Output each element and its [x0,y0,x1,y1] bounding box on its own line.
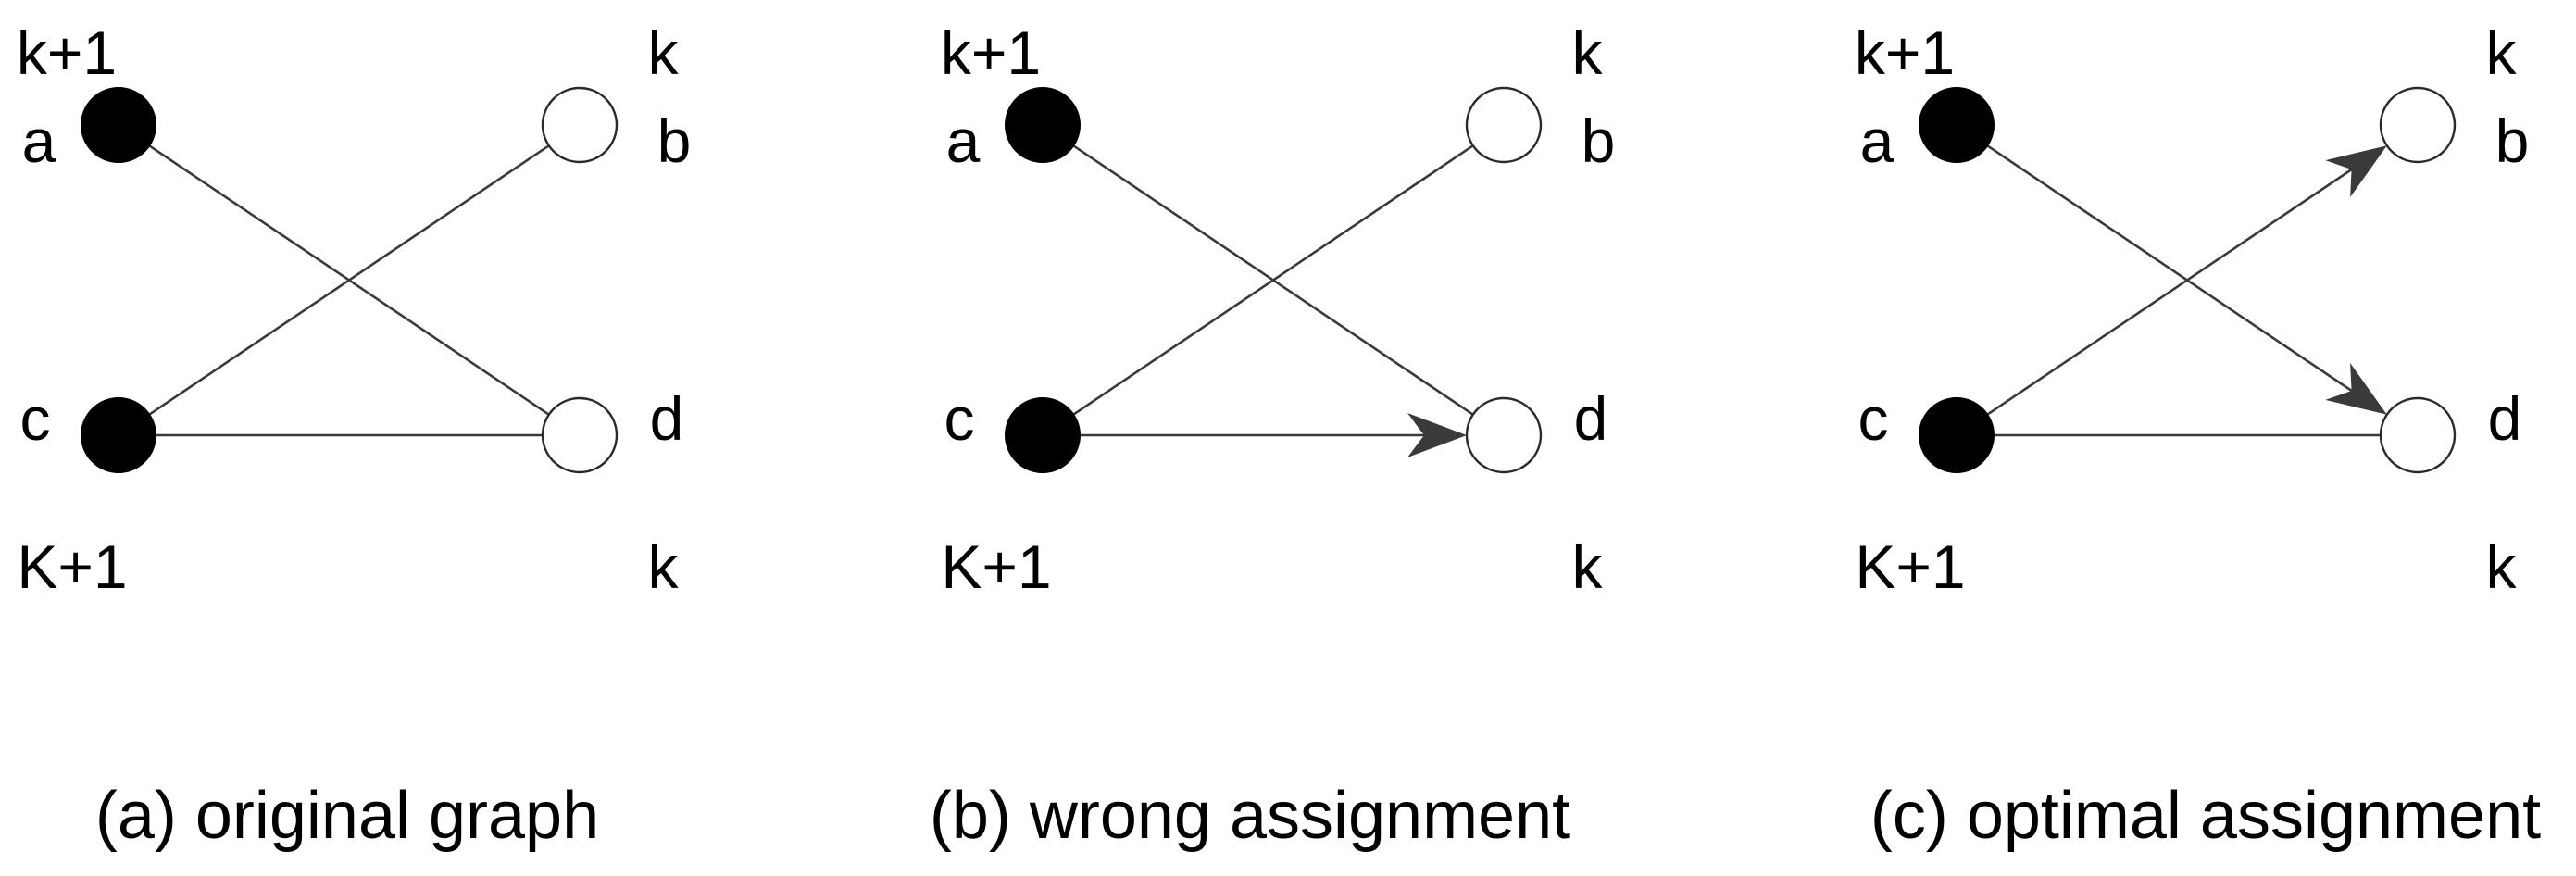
node-label-c: c [944,384,975,453]
arrowhead-c-b [2325,145,2387,197]
node-label-b: b [1582,106,1616,175]
weight-label-top-left: k+1 [1855,19,1955,87]
arrowhead-a-d [2325,363,2387,415]
weight-label-top-right: k [1572,19,1604,87]
panel-caption: (c) optimal assignment [1870,779,2541,853]
node-c [1005,397,1081,473]
node-label-a: a [946,106,981,175]
panel-caption: (b) wrong assignment [930,779,1570,853]
node-d [541,396,619,474]
node-a [81,87,156,163]
weight-label-bottom-left: K+1 [1855,532,1965,601]
node-label-a: a [1860,106,1894,175]
node-d [2379,396,2457,474]
edge-c-b [1072,144,1474,416]
edge-a-d [1986,144,2357,395]
node-label-c: c [1858,384,1889,453]
node-c [1919,397,1995,473]
node-a [1919,87,1995,163]
weight-label-bottom-right: k [2486,532,2518,601]
node-label-a: a [22,106,56,175]
node-label-b: b [2495,106,2530,175]
weight-label-bottom-right: k [648,532,680,601]
weight-label-top-left: k+1 [941,19,1041,87]
node-label-d: d [650,384,684,453]
node-label-c: c [20,384,51,453]
node-d [1465,396,1543,474]
node-a [1005,87,1081,163]
arrowhead-c-d [1407,413,1467,457]
edge-c-b [148,144,550,416]
panel-caption: (a) original graph [95,779,599,853]
node-label-d: d [2488,384,2522,453]
node-b [541,86,619,164]
node-b [2379,86,2457,164]
weight-label-bottom-right: k [1572,532,1604,601]
weight-label-top-right: k [2486,19,2518,87]
node-label-b: b [657,106,692,175]
weight-label-bottom-left: K+1 [941,532,1051,601]
node-label-d: d [1574,384,1608,453]
weight-label-top-left: k+1 [17,19,117,87]
node-c [81,397,156,473]
node-b [1465,86,1543,164]
edge-c-b [1986,165,2357,416]
weight-label-bottom-left: K+1 [17,532,127,601]
weight-label-top-right: k [648,19,680,87]
